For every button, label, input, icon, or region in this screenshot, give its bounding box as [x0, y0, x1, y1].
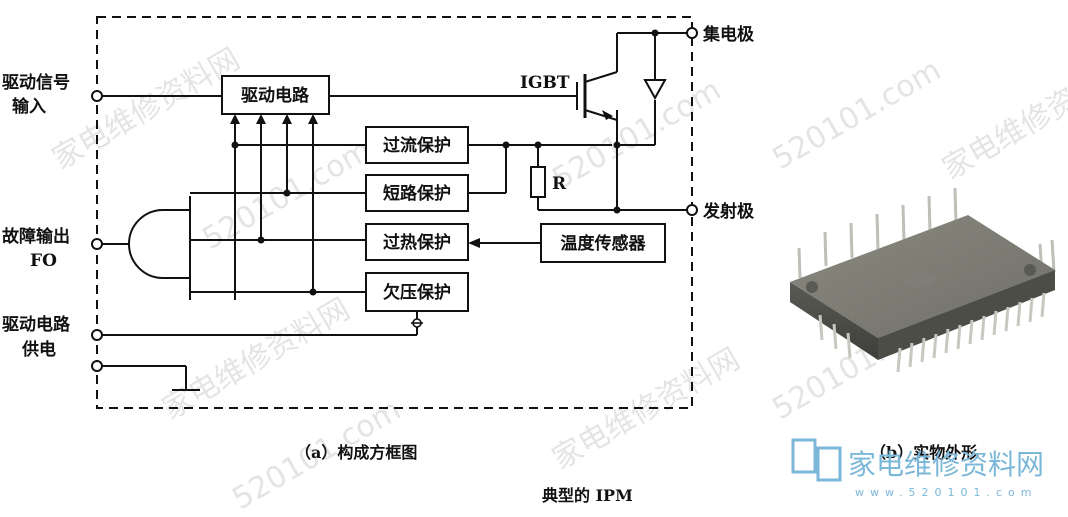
svg-text:过热保护: 过热保护	[383, 232, 451, 253]
supply-label-2: 供电	[21, 339, 56, 360]
drive-input-label-2: 输入	[12, 96, 46, 117]
watermark-logo-url: www.520101.com	[855, 486, 1037, 499]
fault-output-label-1: 故障输出	[2, 226, 70, 247]
watermark-logo: 家电维修资料网 www.520101.com	[791, 438, 1044, 499]
watermark-logo-text: 家电维修资料网	[848, 448, 1044, 481]
terminal-emitter: 发射极	[686, 201, 754, 222]
block-short-circuit: 短路保护	[365, 174, 469, 212]
ipm-module-photo	[790, 187, 1056, 373]
resistor-label: R	[552, 174, 567, 194]
block-overheat: 过热保护	[365, 223, 469, 261]
caption-a: （a）构成方框图	[295, 443, 417, 462]
svg-text:短路保护: 短路保护	[383, 183, 451, 204]
svg-text:过流保护: 过流保护	[383, 135, 451, 156]
svg-text:家电维修资料网: 家电维修资料网	[47, 42, 246, 177]
svg-text:家电维修资料网: 家电维修资料网	[547, 342, 746, 477]
emitter-label: 发射极	[702, 201, 754, 222]
module-boundary	[96, 16, 693, 409]
block-drive-circuit: 驱动电路	[221, 75, 330, 115]
terminal-collector: 集电极	[686, 24, 754, 45]
igbt-label: IGBT	[520, 73, 570, 93]
svg-text:家电维修资料网: 家电维修资料网	[937, 52, 1068, 187]
svg-text:520101.com: 520101.com	[547, 73, 727, 197]
block-temp-sensor: 温度传感器	[540, 223, 666, 263]
caption-b: （b）实物外形	[870, 443, 977, 462]
terminal-fault-output: 故障输出 FO	[2, 226, 103, 271]
figure-title: 典型的 IPM	[542, 486, 633, 505]
terminal-supply: 驱动电路 供电	[2, 314, 103, 372]
supply-label-1: 驱动电路	[2, 314, 71, 335]
igbt-symbol: IGBT	[520, 71, 618, 121]
fault-output-label-2: FO	[30, 251, 57, 271]
block-undervoltage: 欠压保护	[365, 272, 469, 312]
svg-text:家电维修资料网: 家电维修资料网	[157, 292, 356, 427]
svg-text:温度传感器: 温度传感器	[561, 233, 647, 254]
svg-text:驱动电路: 驱动电路	[241, 85, 310, 106]
terminal-drive-input: 驱动信号 输入	[2, 72, 103, 117]
wiring	[102, 29, 687, 391]
drive-input-label-1: 驱动信号	[2, 72, 70, 93]
collector-label: 集电极	[702, 24, 754, 45]
svg-text:欠压保护: 欠压保护	[383, 282, 451, 303]
block-overcurrent: 过流保护	[365, 126, 469, 164]
svg-text:520101.com: 520101.com	[767, 53, 947, 177]
